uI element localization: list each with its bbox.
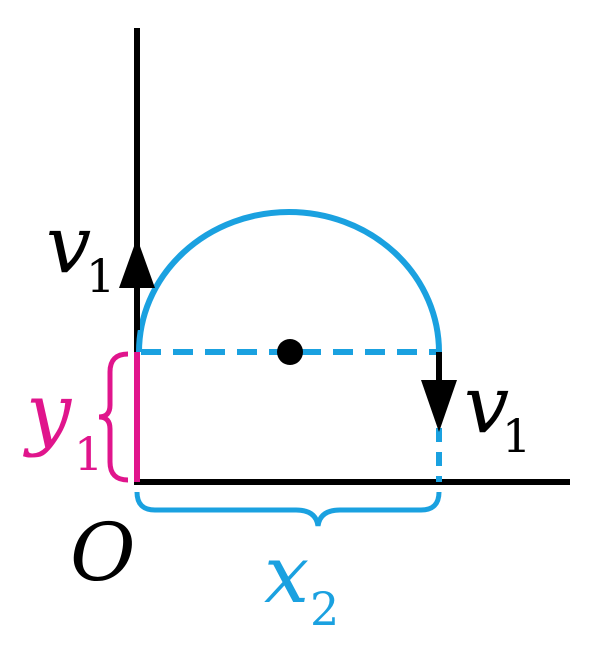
x2-subscript: 2 [310,582,339,636]
semicircle-path [136,209,442,353]
velocity-arrow-up [119,238,155,330]
v1-left-subscript: 1 [86,249,115,303]
v1-left-label: v [46,198,91,291]
center-dot [277,339,303,365]
velocity-arrow-down [421,352,457,432]
v1-right-label: v [464,358,509,451]
x2-brace [134,491,442,527]
y1-label: y [23,366,73,459]
y1-subscript: 1 [74,427,103,481]
origin-label: O [70,506,136,599]
y1-brace [98,351,129,483]
x2-label: x [264,528,309,621]
v1-right-subscript: 1 [502,409,531,463]
v1-right-main: v [464,358,509,451]
v1-left-main: v [46,198,91,291]
